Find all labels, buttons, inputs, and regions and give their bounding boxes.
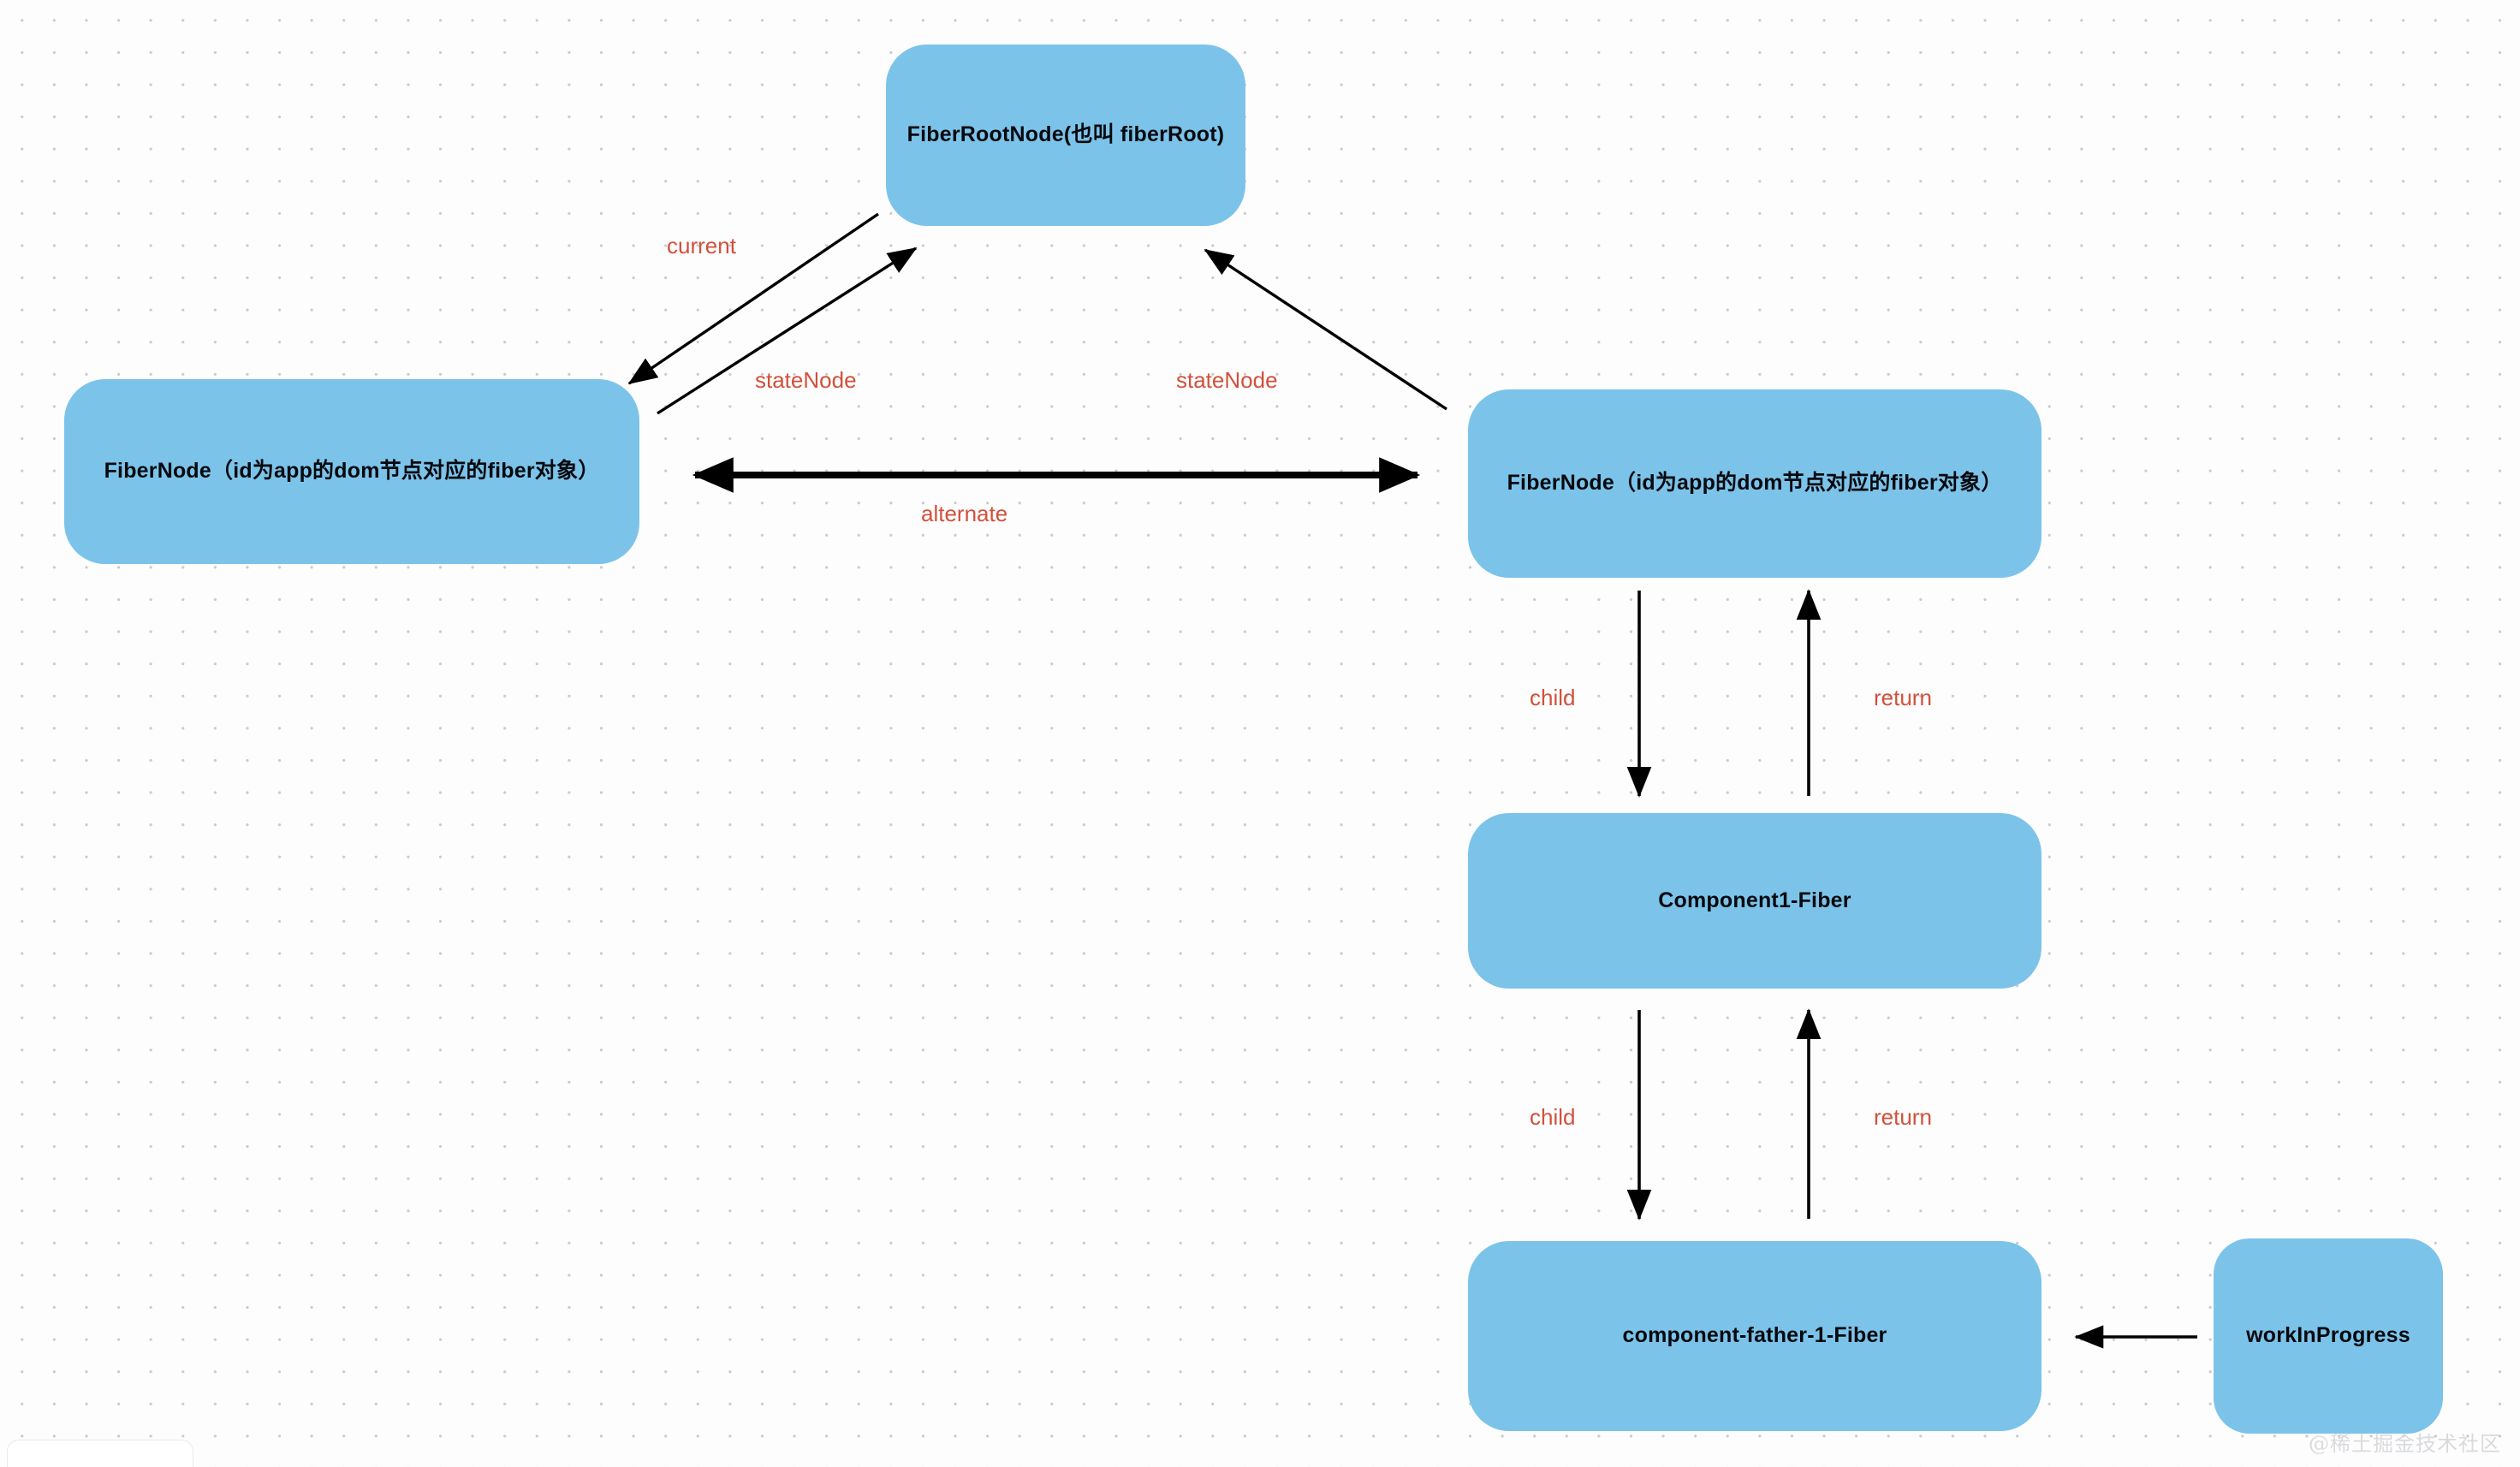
edge-label-child-1: child [1530, 685, 1576, 710]
node-fiberrootnode[interactable]: FiberRootNode(也叫 fiberRoot) [886, 45, 1245, 226]
edge-label-alternate: alternate [921, 501, 1008, 526]
edge-label-current: current [667, 233, 736, 258]
node-workinprogress[interactable]: workInProgress [2214, 1238, 2443, 1434]
edge-label-statenode-right: stateNode [1176, 367, 1278, 393]
node-component-father-1-fiber[interactable]: component-father-1-Fiber [1468, 1241, 2042, 1431]
node-component1-fiber[interactable]: Component1-Fiber [1468, 813, 2042, 989]
edge-label-return-1: return [1874, 685, 1932, 710]
toolbar-stub[interactable] [7, 1440, 193, 1467]
edge-label-return-2: return [1874, 1104, 1932, 1130]
watermark: @稀土掘金技术社区 [2309, 1432, 2501, 1456]
node-fibernode-current[interactable]: FiberNode（id为app的dom节点对应的fiber对象） [64, 379, 639, 564]
edge-label-statenode-left: stateNode [755, 367, 857, 393]
node-fibernode-alternate[interactable]: FiberNode（id为app的dom节点对应的fiber对象） [1468, 389, 2042, 578]
edge-label-child-2: child [1530, 1104, 1576, 1130]
